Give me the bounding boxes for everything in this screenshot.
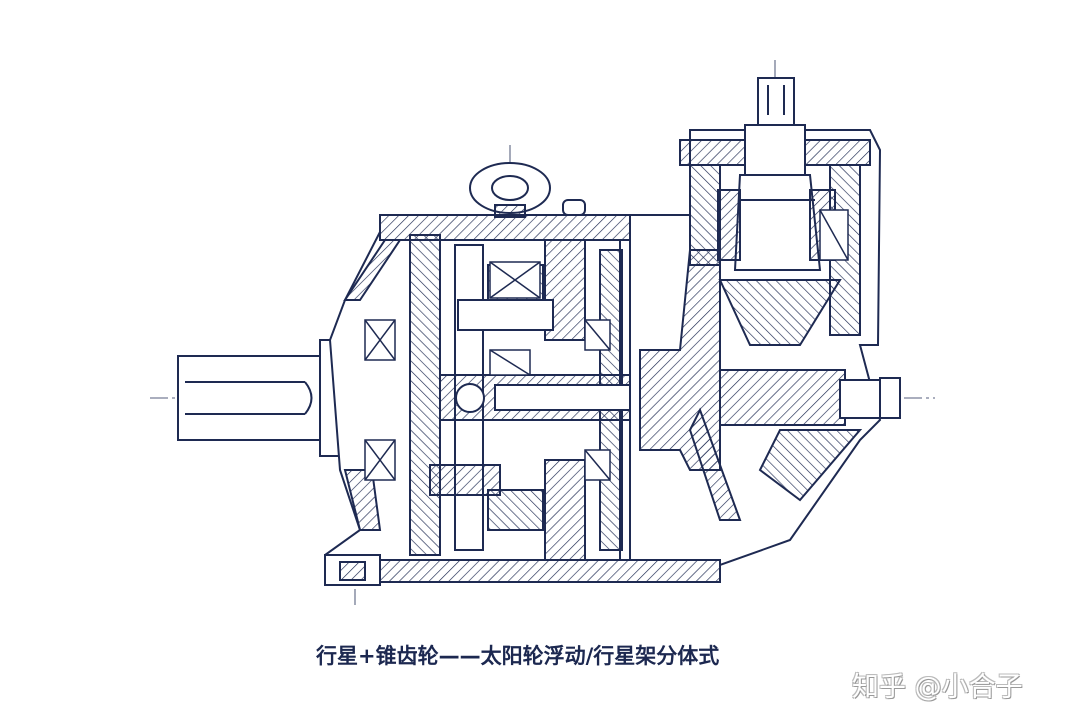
watermark: 知乎 @小合子 [852, 672, 1023, 703]
figure-caption: 行星+锥齿轮——太阳轮浮动/行星架分体式 [316, 644, 720, 668]
base-foot [324, 554, 381, 586]
vertical-output-shaft [717, 77, 836, 271]
bearings [364, 209, 849, 481]
lifting-eye-bolt [469, 162, 586, 218]
